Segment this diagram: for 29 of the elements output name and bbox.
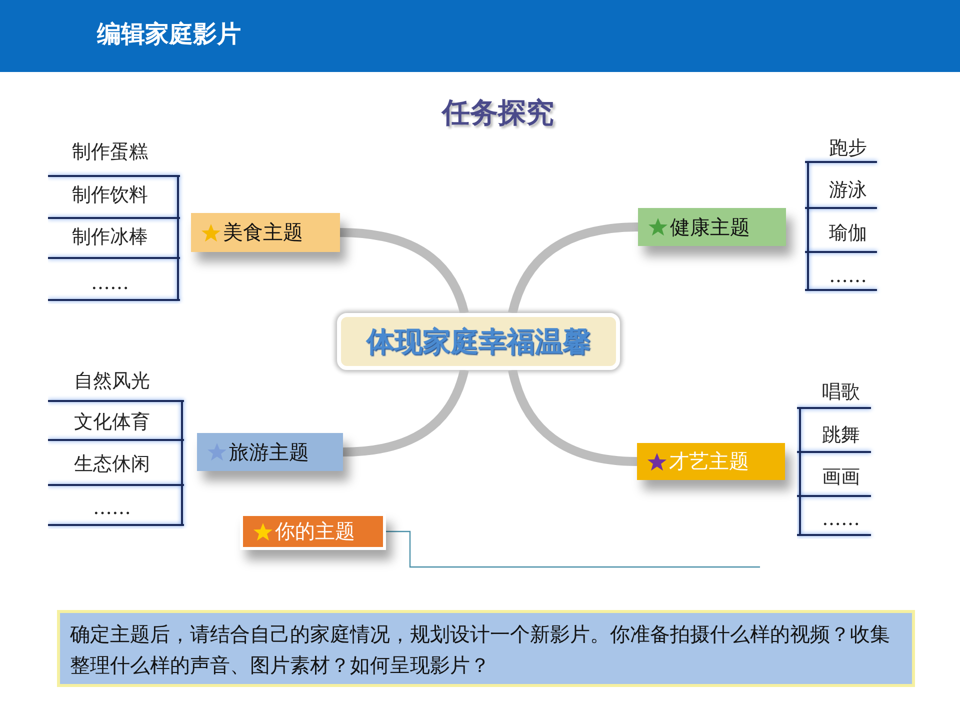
list-item: 画画	[821, 465, 861, 490]
connector	[508, 368, 638, 466]
list-heading: 制作蛋糕	[71, 140, 149, 165]
topic-box: 才艺主题	[637, 443, 785, 480]
topic-box: 旅游主题	[197, 433, 343, 471]
list-heading: 唱歌	[821, 380, 861, 405]
list-item: 跳舞	[821, 423, 861, 448]
list-item: 制作冰棒	[71, 225, 149, 250]
list-item: ……	[92, 497, 132, 519]
list-heading: 自然风光	[73, 369, 151, 394]
list-item: 生态休闲	[73, 452, 151, 477]
topic-box: 你的主题	[240, 513, 386, 550]
topic-box: 健康主题	[638, 208, 786, 246]
connector	[342, 368, 469, 456]
page-title: 编辑家庭影片	[97, 19, 241, 50]
list-heading: 跑步	[828, 136, 868, 161]
note-box: 确定主题后，请结合自己的家庭情况，规划设计一个新影片。你准备拍摄什么样的视频？收集整理什么样的声音、图片素材？如何呈现影片？	[57, 610, 915, 687]
list-item: ……	[90, 272, 130, 294]
connector	[340, 228, 469, 314]
topic-box: 美食主题	[191, 213, 340, 252]
list-item: 游泳	[828, 178, 868, 203]
list-item: 瑜伽	[828, 221, 868, 246]
list-item: 文化体育	[73, 410, 151, 435]
list-item: ……	[828, 265, 868, 287]
connector	[508, 222, 638, 314]
list-item: ……	[821, 508, 861, 530]
section-heading: 任务探究	[440, 95, 555, 131]
list-item: 制作饮料	[71, 183, 149, 208]
connector	[386, 530, 760, 568]
